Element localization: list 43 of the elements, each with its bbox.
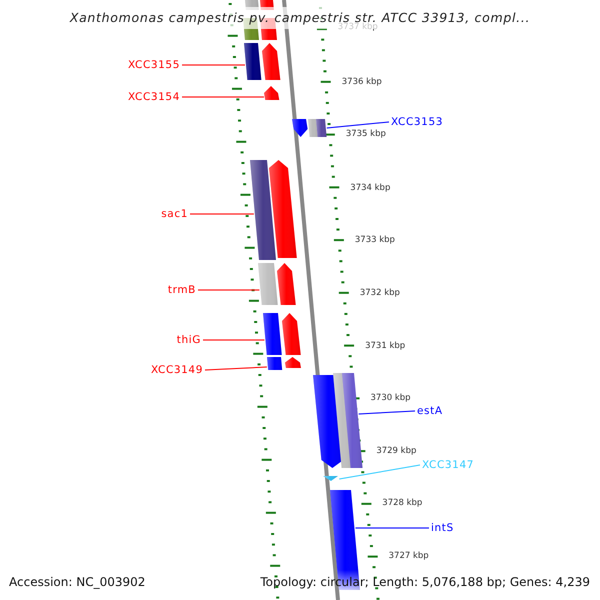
gene-bar [282, 313, 301, 355]
scale-label: 3735 kbp [346, 129, 386, 139]
scale-label: 3727 kbp [388, 551, 429, 561]
leader-line [204, 366, 268, 370]
leader-line [338, 464, 420, 480]
gene-label: XCC3147 [422, 459, 474, 471]
gene-bar [308, 119, 318, 137]
gene-label: intS [431, 522, 454, 534]
gene-bar [269, 160, 297, 258]
gene-label: XCC3149 [150, 364, 203, 376]
gene-label: XCC3153 [391, 116, 444, 128]
gene-bar [267, 357, 282, 370]
scale-label: 3731 kbp [365, 341, 406, 351]
scale-label: 3729 kbp [376, 446, 416, 456]
gene-label: estA [417, 405, 443, 417]
gene-bar [244, 43, 262, 80]
leader-line [182, 96, 264, 98]
gene-bar [342, 373, 363, 468]
scale-label: 3734 kbp [350, 183, 390, 193]
gene-bar [263, 313, 282, 355]
gene-bar [285, 357, 301, 368]
scale-label: 3732 kbp [360, 288, 400, 298]
gene-label: trmB [168, 284, 196, 296]
genome-summary-text: Topology: circular; Length: 5,076,188 bp; Genes: 4,239 [260, 575, 590, 589]
gene-label: XCC3155 [128, 59, 180, 71]
gene-label: sac1 [161, 208, 188, 220]
leader-line [326, 122, 390, 128]
gene-bar [292, 119, 308, 137]
gene-bar [277, 263, 296, 305]
gene-bar [264, 86, 280, 100]
scale-label: 3736 kbp [342, 77, 382, 87]
gene-label: thiG [176, 334, 201, 346]
accession-text: Accession: NC_003902 [9, 575, 146, 589]
scale-label: 3733 kbp [354, 235, 395, 245]
gene-bar [258, 263, 278, 305]
gene-label: XCC3154 [128, 91, 180, 103]
gene-bar [262, 43, 280, 80]
scale-label: 3728 kbp [382, 498, 422, 508]
gene-bar [323, 476, 338, 481]
leader-line [358, 410, 416, 414]
leader-line [182, 64, 246, 66]
scale-label: 3730 kbp [370, 393, 411, 403]
gene-bar [316, 119, 327, 137]
